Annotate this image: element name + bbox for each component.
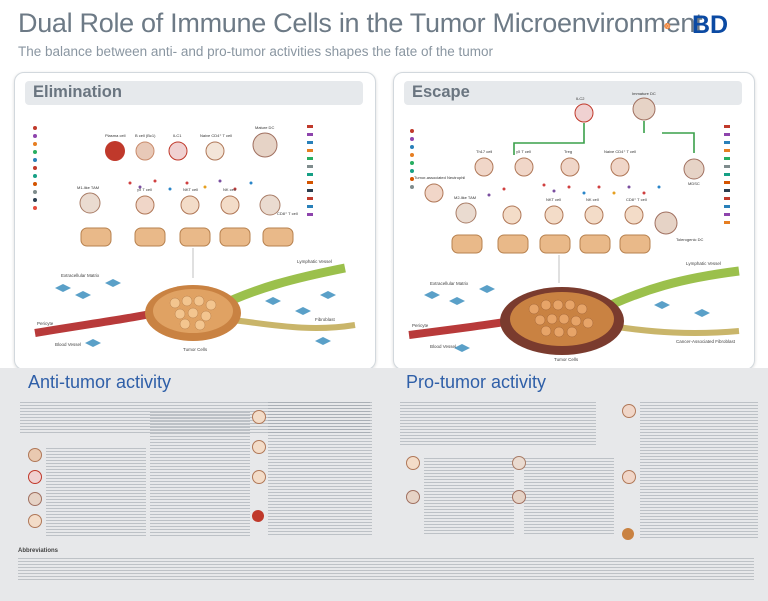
elimination-top-cells: [105, 132, 278, 161]
anti-tumor-column-2: [150, 410, 250, 536]
elimination-illustration: Extracellular Matrix Lymphatic Vessel Fi…: [33, 125, 356, 352]
elimination-middle-cells: [79, 192, 281, 216]
b-cell-icon: [28, 448, 42, 462]
elimination-cell-label: NK cell: [223, 187, 236, 192]
nkt-cell-icon: [252, 470, 266, 484]
elimination-label-pericyte: Pericyte: [37, 321, 54, 326]
page-subtitle: The balance between anti- and pro-tumor …: [18, 44, 494, 59]
elimination-cell-label: CD8⁺ T cell: [277, 211, 298, 216]
neutrophil-icon: [622, 470, 636, 484]
brand-logo-text: BD: [692, 11, 729, 39]
escape-ecm: [424, 285, 710, 352]
escape-cell-label: NK cell: [586, 197, 599, 202]
escape-cell-label: CD8⁺ T cell: [626, 197, 647, 202]
escape-label-lymphatic: Lymphatic Vessel: [686, 261, 721, 266]
pro-tumor-column-2: [524, 456, 614, 536]
pro-tumor-title: Pro-tumor activity: [406, 372, 547, 392]
elimination-cell-label: γδ T cell: [137, 187, 152, 192]
elimination-cytokines: [128, 179, 253, 191]
escape-header: Escape: [404, 81, 742, 105]
bd-logo-icon: [664, 23, 671, 29]
pericyte-icon: [622, 528, 634, 540]
cd8-cell-icon: [252, 440, 266, 454]
pro-tumor-column-1: [424, 456, 514, 536]
page-title: Dual Role of Immune Cells in the Tumor M…: [18, 8, 703, 38]
escape-tumor-cell-row: [451, 234, 651, 254]
escape-label-pericyte: Pericyte: [412, 323, 429, 328]
escape-cell-label: Tolerogenic DC: [676, 237, 703, 242]
escape-label-ecm: Extracellular Matrix: [430, 281, 469, 286]
pro-tumor-column-3: [640, 400, 758, 540]
elimination-label-fibroblast: Fibroblast: [315, 317, 336, 322]
elimination-header: Elimination: [25, 81, 363, 105]
escape-cell-label: Tumor-associated Neutrophil: [414, 175, 465, 180]
escape-middle-cells: [455, 202, 644, 225]
escape-cell-label: Treg: [564, 149, 572, 154]
escape-legend-left: [410, 129, 414, 189]
escape-label-tumor-cells: Tumor Cells: [554, 357, 579, 362]
treg-icon: [406, 456, 420, 470]
elimination-cell-label: M1-like TAM: [77, 185, 99, 190]
pro-tumor-intro-text: [400, 400, 596, 446]
escape-cell-label: NKT cell: [546, 197, 561, 202]
escape-cell-label: Th17 cell: [476, 149, 492, 154]
mdsc-icon: [406, 490, 420, 504]
elimination-ecm: [55, 279, 336, 347]
tam-icon: [512, 456, 526, 470]
escape-title: Escape: [412, 83, 470, 101]
escape-cell-label: Immature DC: [632, 91, 656, 96]
elimination-cell-label: NKT cell: [183, 187, 198, 192]
elimination-tumor-cell-row: [80, 227, 294, 247]
escape-panel: Escape: [393, 72, 755, 370]
elimination-legend-left: [33, 126, 37, 210]
anti-tumor-title: Anti-tumor activity: [28, 372, 172, 392]
elimination-cell-label: Plasma cell: [105, 133, 126, 138]
elimination-legend-right: [307, 125, 313, 216]
escape-cell-label: MDSC: [688, 181, 700, 186]
ilc-icon: [28, 470, 42, 484]
elimination-label-ecm: Extracellular Matrix: [61, 273, 100, 278]
escape-label-caf: Cancer-Associated Fibroblast: [676, 339, 736, 344]
anti-tumor-column-3: [268, 400, 372, 536]
dc-icon: [28, 492, 42, 506]
escape-cell-label: γδ T cell: [516, 149, 531, 154]
plasma-cell-icon: [252, 510, 264, 522]
escape-cell-label: Naive CD4⁺ T cell: [604, 149, 636, 154]
escape-label-blood-vessel: Blood Vessel: [430, 344, 456, 349]
elimination-cell-label: ILC1: [173, 133, 182, 138]
th17-icon: [622, 404, 636, 418]
escape-illustration: Extracellular Matrix Lymphatic Vessel Ca…: [408, 91, 740, 362]
escape-cell-label: ILC2: [576, 96, 585, 101]
abbreviations-text: [18, 556, 754, 582]
escape-top-cells: [424, 97, 705, 235]
t-cell-icon: [28, 514, 42, 528]
elimination-label-tumor-cells: Tumor Cells: [183, 347, 208, 352]
abbreviations-title: Abbreviations: [18, 548, 59, 554]
elimination-title: Elimination: [33, 83, 122, 101]
elimination-cell-label: B cell (Bc1): [135, 133, 156, 138]
escape-cell-label: M2-like TAM: [454, 195, 476, 200]
anti-tumor-column-1: [46, 446, 146, 536]
elimination-cell-label: Naive CD4⁺ T cell: [200, 133, 232, 138]
elimination-label-blood-vessel: Blood Vessel: [55, 342, 81, 347]
elimination-cell-label: Mature DC: [255, 125, 274, 130]
elimination-label-lymphatic: Lymphatic Vessel: [297, 259, 332, 264]
escape-cytokines: [487, 183, 661, 197]
escape-tumor-mass: [500, 287, 624, 355]
elimination-panel: Elimination: [14, 72, 376, 370]
elimination-tumor-mass: [145, 285, 241, 341]
escape-legend-right: [724, 125, 730, 224]
nk-cell-icon: [252, 410, 266, 424]
immature-dc-icon: [512, 490, 526, 504]
